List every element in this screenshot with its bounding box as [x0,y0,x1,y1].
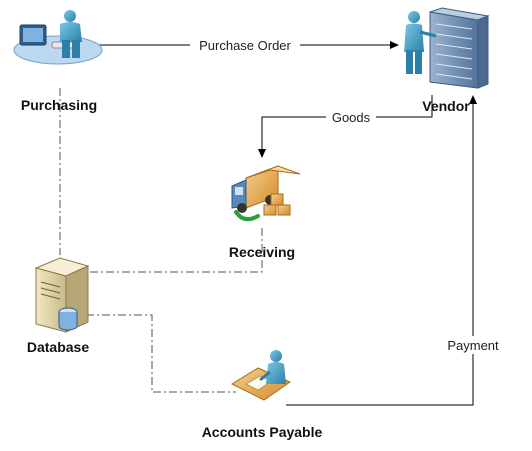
purchase-order-label: Purchase Order [199,38,291,53]
goods-label-bg [326,109,376,125]
database-node: Database [27,257,90,355]
goods-connector [258,95,433,158]
receiving-node: Receiving [229,165,301,260]
database-label: Database [27,339,89,355]
payment-label-bg [440,336,504,354]
accounts-payable-label: Accounts Payable [202,424,323,440]
goods-label: Goods [332,110,371,125]
database-server-icon [34,257,90,333]
accounts-payable-node: Accounts Payable [202,350,323,440]
user-at-desk-icon [230,350,292,401]
user-with-server-rack-icon [404,7,490,89]
vendor-node: Vendor [404,7,490,114]
purchasing-node: Purchasing [13,10,103,113]
purchase-order-label-bg [190,36,300,54]
purchasing-label: Purchasing [21,97,97,113]
vendor-label: Vendor [422,98,470,114]
user-at-computer-icon [13,10,103,65]
receiving-label: Receiving [229,244,295,260]
payment-label: Payment [447,338,499,353]
database-accounts-payable-link [86,314,236,393]
delivery-truck-icon [231,165,301,222]
database-receiving-link [90,226,263,273]
payment-connector [286,95,477,406]
